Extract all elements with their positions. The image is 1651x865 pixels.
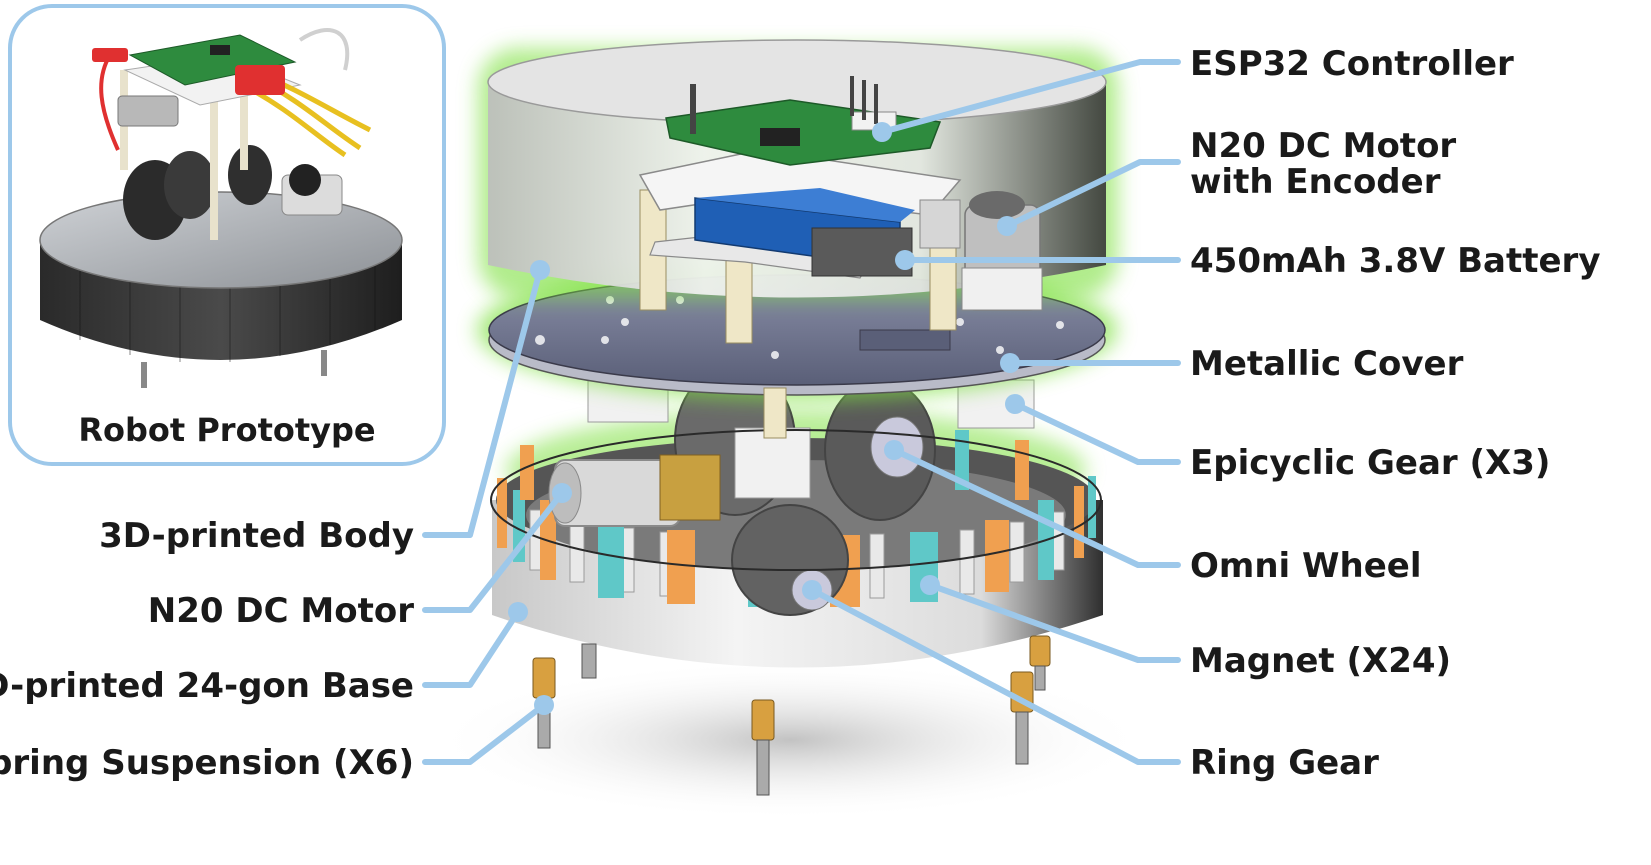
electronics-stack xyxy=(638,76,1043,439)
magnet xyxy=(1088,476,1096,538)
label-magnet: Magnet (X24) xyxy=(1190,641,1451,681)
magnet xyxy=(598,520,624,598)
label-n20-dc-motor: N20 DC Motor xyxy=(148,591,414,631)
label-3d-printed-body: 3D-printed Body xyxy=(99,516,414,556)
magnet xyxy=(667,530,695,604)
label-battery: 450mAh 3.8V Battery xyxy=(1190,241,1601,281)
labels-left: 3D-printed Body N20 DC Motor 3D-printed … xyxy=(0,516,414,783)
magnet xyxy=(1015,440,1029,500)
n20-dc-motor-body xyxy=(548,454,721,527)
leader-magnet xyxy=(927,582,1181,663)
robot-prototype-inset: Robot Prototype xyxy=(8,4,446,466)
leader-3d-printed-body xyxy=(422,267,543,538)
label-3d-printed-24-gon-base: 3D-printed 24-gon Base xyxy=(0,666,414,706)
magnet xyxy=(985,520,1009,592)
magnet xyxy=(520,445,534,500)
magnet xyxy=(497,478,507,548)
spring-suspension xyxy=(581,643,597,679)
ground-shadow xyxy=(430,660,1150,820)
robot-prototype-photo xyxy=(39,28,403,388)
battery-pack xyxy=(694,188,915,277)
standoff xyxy=(763,387,787,439)
inset-caption: Robot Prototype xyxy=(78,411,375,449)
label-esp32-controller: ESP32 Controller xyxy=(1190,44,1514,84)
leader-encoder-motor xyxy=(1004,159,1181,229)
leader-spring-suspension xyxy=(422,702,547,765)
base-assembly xyxy=(490,364,1103,796)
leader-ring-gear xyxy=(809,587,1181,765)
leader-24-gon-base xyxy=(422,609,521,688)
leader-epicyclic-gear xyxy=(1012,401,1181,465)
label-metallic-cover: Metallic Cover xyxy=(1190,344,1464,384)
leader-n20-dc-motor xyxy=(422,490,565,613)
leader-omni-wheel xyxy=(891,447,1181,568)
label-epicyclic-gear: Epicyclic Gear (X3) xyxy=(1190,443,1550,483)
labels-right: ESP32 Controller N20 DC Motor with Encod… xyxy=(1190,44,1601,783)
label-spring-suspension: Spring Suspension (X6) xyxy=(0,743,414,783)
leader-lines xyxy=(422,59,1181,765)
spring-suspension xyxy=(1029,635,1051,691)
label-ring-gear: Ring Gear xyxy=(1190,743,1379,783)
spring-suspension xyxy=(751,699,775,796)
leader-esp32 xyxy=(879,59,1181,135)
label-omni-wheel: Omni Wheel xyxy=(1190,546,1422,586)
label-n20-dc-motor-encoder-line2: with Encoder xyxy=(1190,162,1441,202)
magnet xyxy=(1074,486,1084,558)
label-n20-dc-motor-encoder-line1: N20 DC Motor xyxy=(1190,126,1456,166)
magnet xyxy=(955,430,969,490)
